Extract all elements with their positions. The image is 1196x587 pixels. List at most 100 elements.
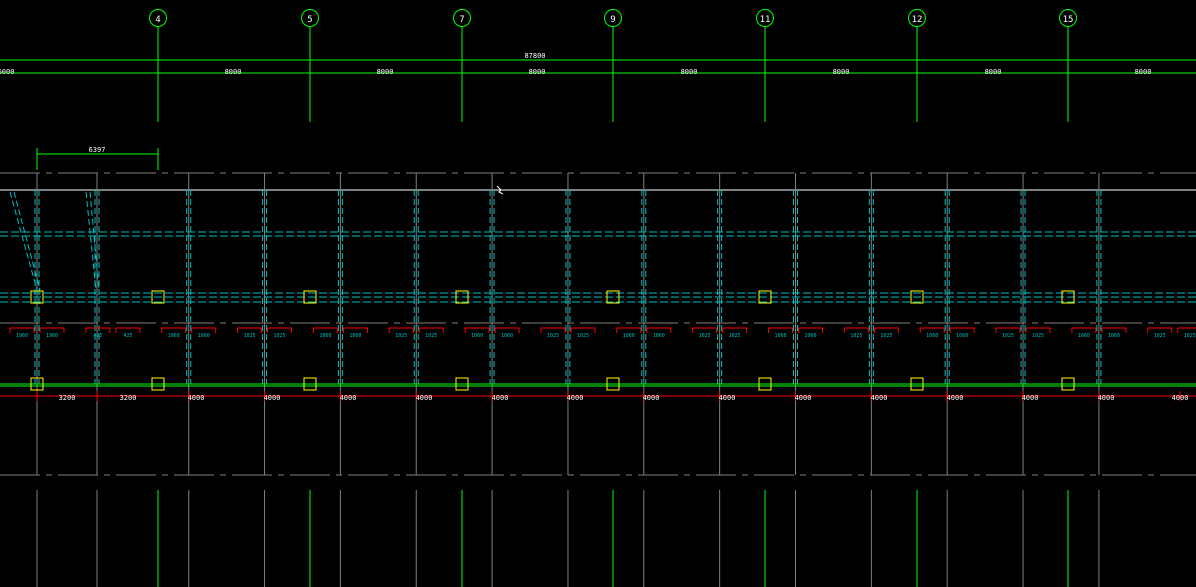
top-span-text-2: 8000: [377, 68, 394, 76]
stirrup-bracket-11-0: [843, 327, 869, 333]
bottom-span-text-7: 4000: [567, 394, 584, 402]
slant-rebar-2: [13, 191, 41, 291]
bottom-span-text-8: 4000: [643, 394, 660, 402]
stirrup-bracket-12-1: [949, 327, 975, 333]
stirrup-label-16: 1060: [623, 333, 635, 339]
axis-bubble-12: [908, 9, 926, 27]
bottom-span-text-0: 3200: [59, 394, 76, 402]
stirrup-bracket-15-0: [1147, 327, 1173, 333]
stirrup-bracket-6-0: [464, 327, 490, 333]
stirrup-bracket-2-1: [191, 327, 217, 333]
stirrup-label-30: 1025: [1154, 333, 1166, 339]
stirrup-bracket-3-0: [237, 327, 263, 333]
rebar-layer: [0, 190, 1196, 384]
slant-rebar-1: [9, 191, 38, 291]
column-layer: [30, 290, 1075, 391]
stirrup-label-15: 1025: [577, 333, 589, 339]
top-span-text-6: 8000: [985, 68, 1002, 76]
stirrup-bracket-5-0: [388, 327, 414, 333]
column-square-bottom-3: [455, 377, 469, 391]
axis-label-7: 7: [459, 15, 464, 25]
stirrup-bracket-6-1: [494, 327, 520, 333]
axis-label-12: 12: [912, 15, 923, 25]
column-square-top-3: [455, 290, 469, 304]
stirrup-label-28: 1060: [1078, 333, 1090, 339]
overall-dimension-text: 87800: [524, 52, 545, 60]
column-square-top-1: [151, 290, 165, 304]
bottom-span-text-9: 4000: [719, 394, 736, 402]
axis-bubble-15: [1059, 9, 1077, 27]
bottom-span-text-3: 4000: [264, 394, 281, 402]
column-square-top-6: [910, 290, 924, 304]
stirrup-bracket-15-1: [1177, 327, 1196, 333]
axis-label-9: 9: [610, 15, 615, 25]
stirrup-bracket-14-0: [1071, 327, 1097, 333]
column-square-top-2: [303, 290, 317, 304]
stirrup-label-0: 1960: [16, 333, 28, 339]
axis-label-15: 15: [1063, 15, 1074, 25]
slant-rebar-3: [85, 191, 97, 291]
top-span-text-0: 6000: [0, 68, 14, 76]
stirrup-label-12: 1060: [471, 333, 483, 339]
stirrup-bracket-11-1: [873, 327, 899, 333]
bottom-span-text-13: 4000: [1022, 394, 1039, 402]
stirrup-label-2: 425: [93, 333, 102, 339]
stirrup-label-3: 425: [123, 333, 132, 339]
stirrup-label-18: 1025: [699, 333, 711, 339]
stirrup-label-29: 1060: [1108, 333, 1120, 339]
bottom-span-text-15: 4000: [1172, 394, 1189, 402]
column-square-top-0: [30, 290, 44, 304]
axis-bubble-11: [756, 9, 774, 27]
axis-layer: [0, 9, 1196, 587]
slant-rebar-4: [89, 191, 100, 291]
stirrup-label-7: 1025: [274, 333, 286, 339]
bottom-span-text-4: 4000: [340, 394, 357, 402]
stirrup-label-14: 1025: [547, 333, 559, 339]
stirrup-bracket-7-0: [540, 327, 566, 333]
stirrup-label-17: 1060: [653, 333, 665, 339]
stirrup-label-5: 1060: [198, 333, 210, 339]
stirrup-bracket-8-0: [616, 327, 642, 333]
stirrup-bracket-7-1: [570, 327, 596, 333]
stirrup-bracket-4-0: [312, 327, 338, 333]
axis-bubble-7: [453, 9, 471, 27]
stirrup-label-21: 1060: [804, 333, 816, 339]
top-span-text-1: 8000: [225, 68, 242, 76]
column-square-bottom-1: [151, 377, 165, 391]
stirrup-label-20: 1060: [774, 333, 786, 339]
axis-label-11: 11: [760, 15, 771, 25]
top-span-text-4: 8000: [681, 68, 698, 76]
bottom-span-text-1: 3200: [120, 394, 137, 402]
column-square-bottom-0: [30, 377, 44, 391]
stirrup-bracket-13-0: [995, 327, 1021, 333]
stirrup-label-26: 1025: [1002, 333, 1014, 339]
stirrup-bracket-0-1: [39, 327, 65, 333]
stirrup-bracket-9-1: [722, 327, 748, 333]
stirrup-label-4: 1060: [168, 333, 180, 339]
stirrup-bracket-12-0: [919, 327, 945, 333]
faint-layer: [0, 172, 1196, 587]
stirrup-bracket-3-1: [267, 327, 293, 333]
stirrup-label-25: 1060: [956, 333, 968, 339]
bottom-span-text-6: 4000: [492, 394, 509, 402]
axis-bubble-4: [149, 9, 167, 27]
bottom-span-text-5: 4000: [416, 394, 433, 402]
stirrup-bracket-5-1: [418, 327, 444, 333]
axis-label-5: 5: [307, 15, 312, 25]
column-square-bottom-6: [910, 377, 924, 391]
break-symbol: [496, 185, 504, 195]
column-square-bottom-2: [303, 377, 317, 391]
column-square-top-4: [606, 290, 620, 304]
stirrup-bracket-0-0: [9, 327, 35, 333]
stirrup-label-22: 1025: [850, 333, 862, 339]
bottom-span-text-10: 4000: [795, 394, 812, 402]
stirrup-bracket-9-0: [692, 327, 718, 333]
axis-bubble-5: [301, 9, 319, 27]
axis-bubble-9: [604, 9, 622, 27]
column-square-bottom-5: [758, 377, 772, 391]
stirrup-bracket-2-0: [161, 327, 187, 333]
bottom-span-text-2: 4000: [188, 394, 205, 402]
top-span-text-5: 8000: [833, 68, 850, 76]
top-span-text-7: 8000: [1135, 68, 1152, 76]
